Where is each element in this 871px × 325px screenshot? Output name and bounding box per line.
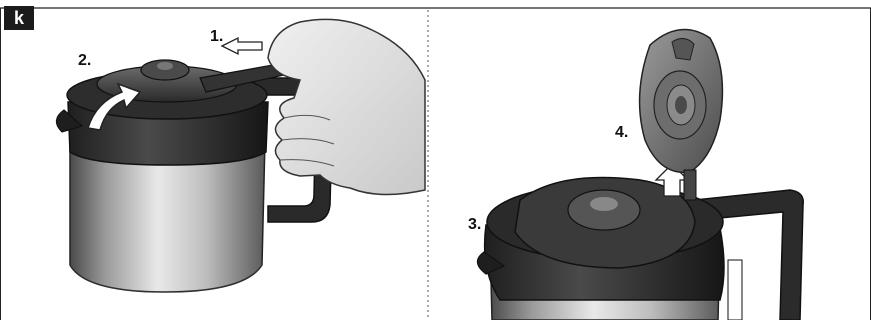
figure-label: k bbox=[4, 6, 34, 30]
left-carafe bbox=[56, 19, 425, 292]
hand bbox=[268, 19, 425, 194]
push-arrow bbox=[222, 38, 262, 54]
step-3-label: 3. bbox=[468, 216, 481, 234]
step-1-label: 1. bbox=[210, 28, 223, 46]
step-4-label: 4. bbox=[615, 124, 628, 142]
right-carafe bbox=[477, 29, 803, 320]
step-2-label: 2. bbox=[78, 52, 91, 70]
